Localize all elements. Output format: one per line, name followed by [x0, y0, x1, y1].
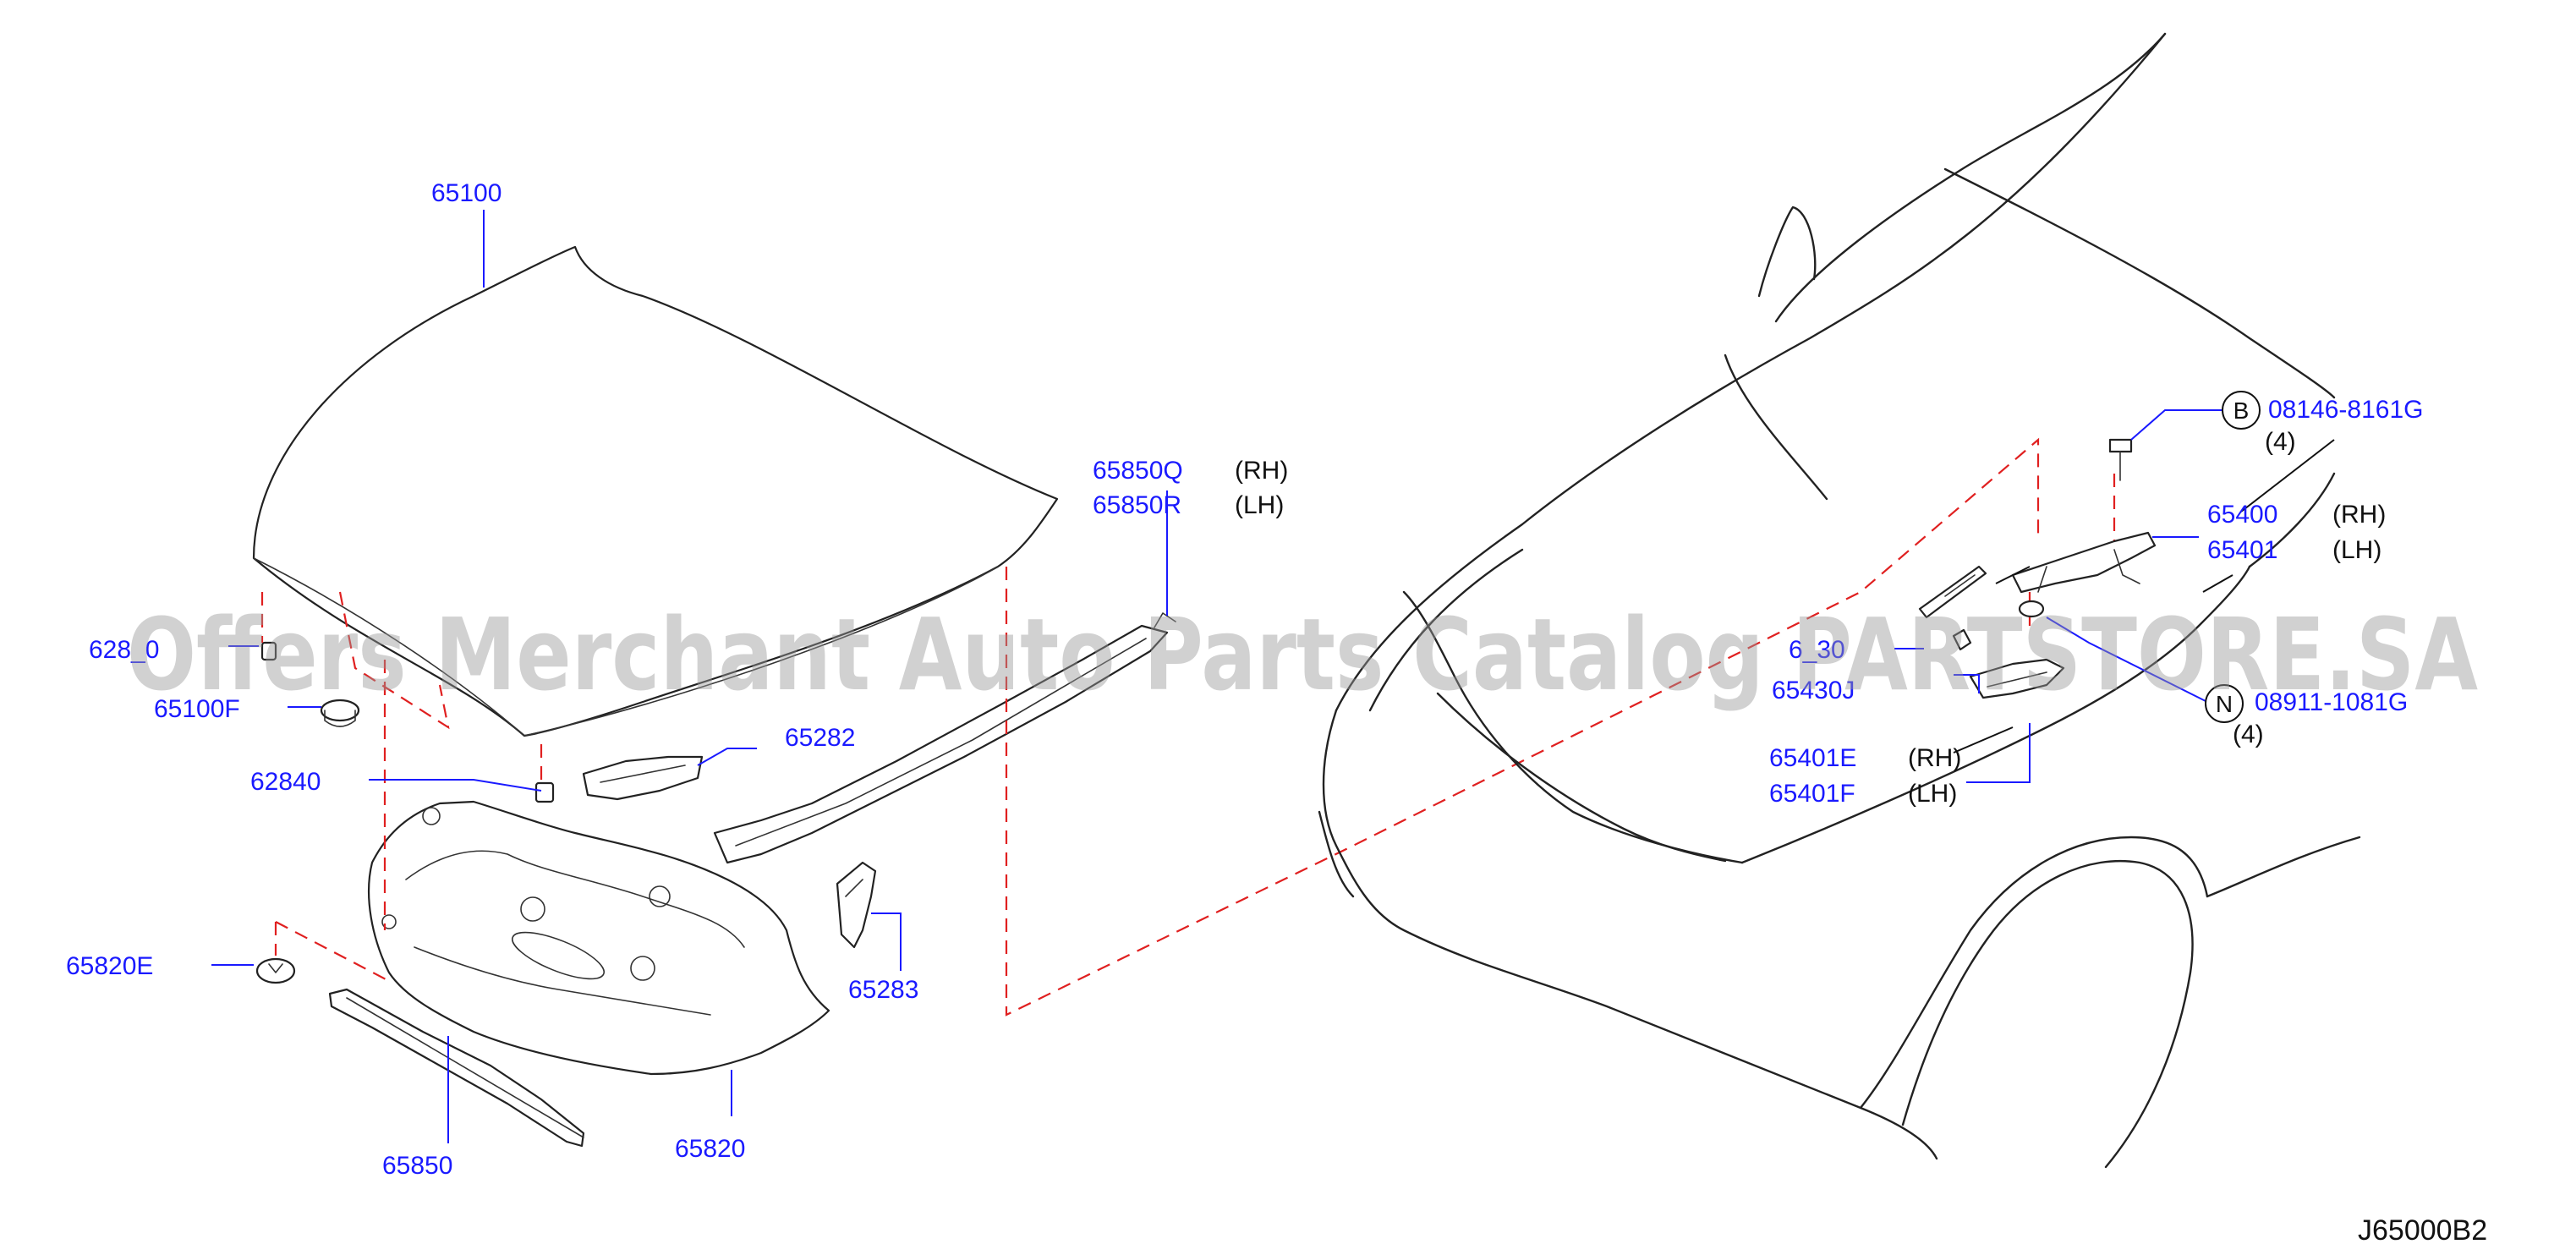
hood-front-seal[interactable] [328, 988, 585, 1148]
hood-bracket-65283[interactable] [836, 861, 877, 949]
diagram-code: J65000B2 [2358, 1214, 2487, 1247]
vehicle-outline [1318, 32, 2361, 1169]
label-6-30[interactable]: 6_30 [1789, 636, 1845, 664]
callout-nut-n: N [2205, 684, 2244, 723]
label-08146-8161g-qty: (4) [2265, 428, 2296, 456]
label-65850q-side: (RH) [1235, 457, 1288, 485]
label-65100f[interactable]: 65100F [154, 695, 240, 723]
label-65401e-side: (RH) [1908, 744, 1961, 772]
hood-panel[interactable] [252, 245, 1059, 737]
label-65820[interactable]: 65820 [675, 1135, 745, 1163]
label-65850r[interactable]: 65850R [1093, 491, 1181, 519]
label-62840[interactable]: 62840 [250, 768, 321, 796]
label-65401[interactable]: 65401 [2207, 536, 2277, 564]
label-65401e[interactable]: 65401E [1769, 744, 1856, 772]
hood-bumper-rubber[interactable] [320, 699, 360, 727]
assembly-lines [260, 437, 2116, 1017]
label-65400-side: (RH) [2332, 501, 2386, 529]
svg-text:B: B [2233, 397, 2250, 424]
label-65820e[interactable]: 65820E [66, 952, 153, 980]
label-65400[interactable]: 65400 [2207, 501, 2277, 529]
leader-lines-black [1953, 439, 2335, 754]
label-65850q[interactable]: 65850Q [1093, 457, 1183, 485]
label-65283[interactable]: 65283 [848, 976, 918, 1004]
watermark-text: Offers Merchant Auto Parts Catalog PARTS… [127, 596, 2478, 713]
label-65401-side: (LH) [2332, 536, 2381, 564]
label-65282[interactable]: 65282 [785, 724, 855, 752]
hinge-cover[interactable] [1969, 658, 2065, 699]
callout-bolt-b: B [2222, 391, 2261, 430]
label-65430j[interactable]: 65430J [1772, 677, 1855, 704]
hood-bumper-small[interactable] [260, 641, 277, 661]
svg-text:N: N [2216, 691, 2233, 717]
label-65401f-side: (LH) [1908, 780, 1957, 808]
clip-65820e[interactable] [255, 957, 296, 984]
leader-lines [211, 210, 2224, 1143]
hood-stay[interactable] [1918, 565, 1987, 619]
hood-hinge[interactable] [2011, 531, 2157, 594]
hood-side-seal[interactable] [713, 612, 1176, 864]
label-08911-1081g-qty: (4) [2233, 721, 2264, 748]
nut-icon[interactable] [2018, 600, 2045, 618]
bolt-icon[interactable] [2108, 438, 2133, 481]
hood-stay-bolt[interactable] [1952, 628, 1972, 651]
hood-bracket-65282[interactable] [582, 755, 704, 801]
label-65850r-side: (LH) [1235, 491, 1284, 519]
label-65850[interactable]: 65850 [382, 1152, 452, 1180]
label-628-0[interactable]: 628_0 [89, 636, 159, 664]
label-65100[interactable]: 65100 [431, 179, 501, 207]
hood-insulator[interactable] [367, 800, 830, 1076]
label-08911-1081g[interactable]: 08911-1081G [2255, 688, 2408, 716]
label-65401f[interactable]: 65401F [1769, 780, 1855, 808]
bumper-62840[interactable] [534, 781, 555, 803]
label-08146-8161g[interactable]: 08146-8161G [2268, 396, 2424, 424]
